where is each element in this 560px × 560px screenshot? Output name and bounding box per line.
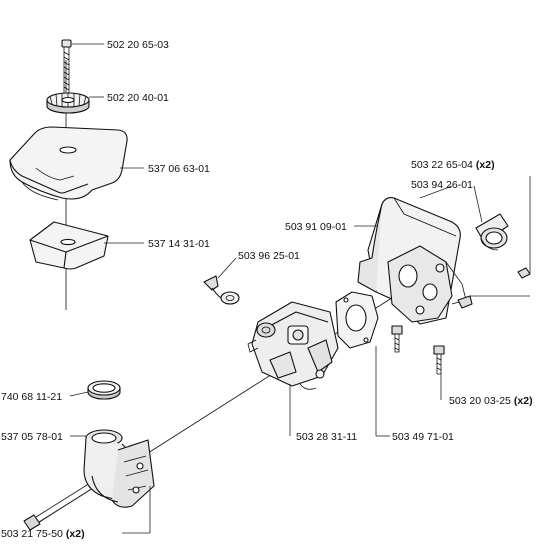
housing-part xyxy=(357,197,473,325)
housing-nut-part xyxy=(517,267,531,279)
screw-top-part xyxy=(61,39,72,94)
callout-carburetor: 503 28 31-11 xyxy=(296,431,357,443)
air-filter-cover-part xyxy=(9,126,128,201)
intake-elbow-part xyxy=(83,429,155,508)
o-ring-part xyxy=(87,380,121,400)
callout-gasket: 503 49 71-01 xyxy=(392,431,454,443)
callout-housing-nut: 503 22 65-04(x2) xyxy=(411,159,495,171)
callout-housing: 503 91 09-01 xyxy=(285,221,347,233)
gasket-part xyxy=(335,291,379,349)
callout-long-screw: 503 21 75-50(x2) xyxy=(1,528,85,540)
air-filter-part xyxy=(29,221,109,270)
callout-air-filter-cover: 537 06 63-01 xyxy=(148,163,210,175)
callout-grommet: 503 94 26-01 xyxy=(411,179,473,191)
callout-screw-top: 502 20 65-03 xyxy=(107,39,169,51)
callout-housing-screw: 503 20 03-25(x2) xyxy=(449,395,533,407)
callout-intake-elbow: 537 05 78-01 xyxy=(1,431,63,443)
knob-part xyxy=(46,92,90,114)
housing-screw-part xyxy=(391,325,445,375)
callout-air-filter: 537 14 31-01 xyxy=(148,238,210,250)
carb-clip-part xyxy=(203,275,240,305)
callout-o-ring: 740 68 11-21 xyxy=(1,391,62,403)
grommet-part xyxy=(475,213,509,251)
callout-knob: 502 20 40-01 xyxy=(107,92,169,104)
callout-carb-clip: 503 96 25-01 xyxy=(238,250,300,262)
leader-lines xyxy=(69,43,531,534)
carburetor-part xyxy=(247,301,339,390)
